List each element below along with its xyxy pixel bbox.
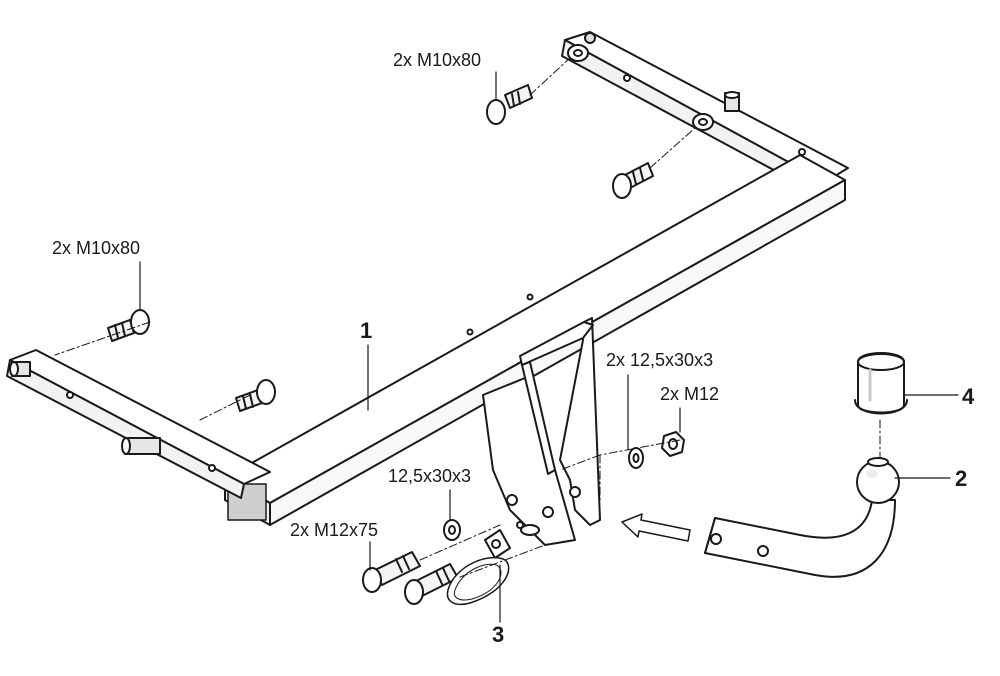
part-number-ball: 2 <box>955 466 968 491</box>
left-side-rail <box>6 349 271 499</box>
crossbar <box>224 154 846 526</box>
leader-lines <box>139 71 959 623</box>
assembly-lines <box>54 57 881 578</box>
bottom-bolts <box>362 519 461 605</box>
socket-plate <box>446 529 511 606</box>
top-bolts <box>486 84 654 199</box>
label-nuts: 2x M12 <box>660 384 720 404</box>
direction-arrow <box>621 513 691 542</box>
left-bolts <box>107 309 276 412</box>
part-number-crossbar: 1 <box>360 318 373 343</box>
ball-cap <box>854 352 908 415</box>
label-top-bolts: 2x M10x80 <box>393 50 482 70</box>
label-washer-single: 12,5x30x3 <box>388 466 472 486</box>
ball-neck <box>704 457 900 578</box>
label-washers-pair: 2x 12,5x30x3 <box>606 350 714 370</box>
part-number-cap: 4 <box>962 384 975 409</box>
mounting-bracket <box>482 317 601 546</box>
washer-and-nut <box>628 431 685 469</box>
label-bottom-bolts: 2x M12x75 <box>290 520 379 540</box>
part-number-plate: 3 <box>492 622 505 647</box>
label-left-bolts: 2x M10x80 <box>52 238 141 258</box>
